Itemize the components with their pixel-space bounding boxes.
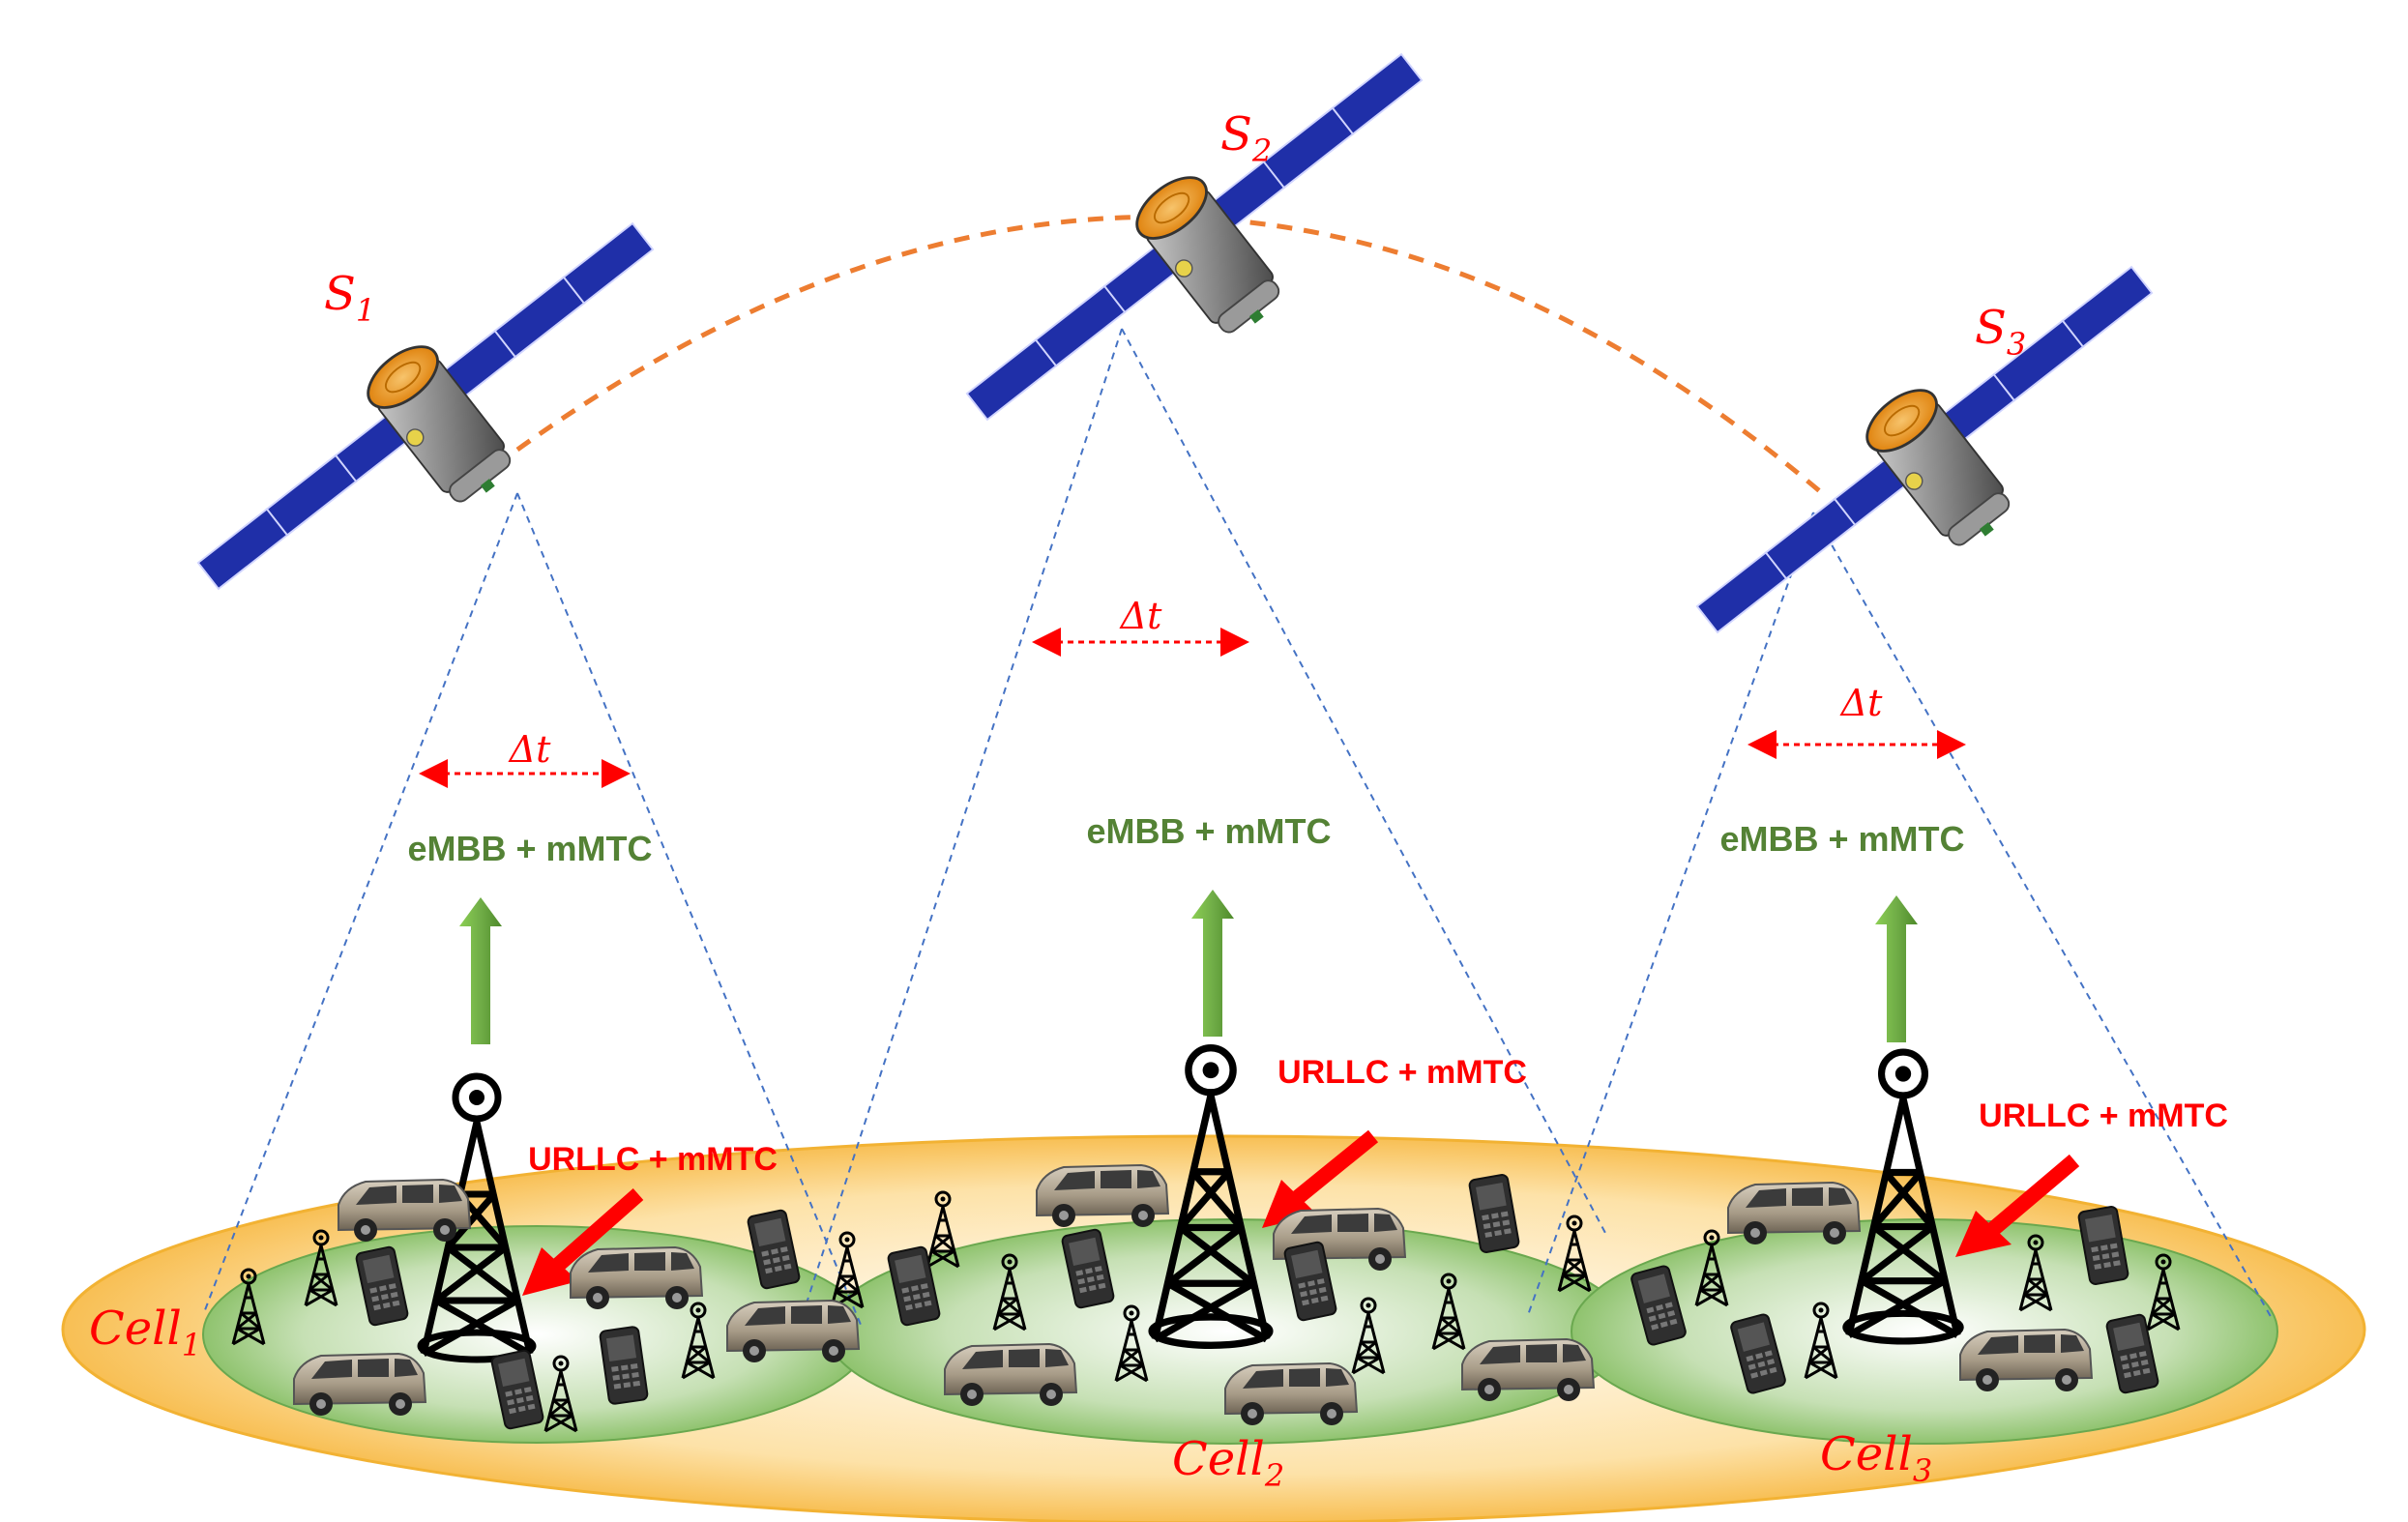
satellite-3-label: S3 <box>1975 301 2026 363</box>
satellite-2-icon <box>941 21 1477 490</box>
satellite-1-label: S1 <box>324 267 375 329</box>
svg-text:Δt: Δt <box>1839 682 1883 724</box>
uplink-arrow-1 <box>459 897 502 1044</box>
svg-text:Δt: Δt <box>508 728 551 771</box>
satellite-1-icon <box>172 190 708 659</box>
delta-t-marker-3: Δt <box>1762 682 1952 745</box>
ground-label-2: URLLC + mMTC <box>1277 1054 1527 1091</box>
delta-t-marker-2: Δt <box>1046 595 1235 642</box>
uplink-arrow-2 <box>1191 890 1234 1037</box>
ground-label-1: URLLC + mMTC <box>528 1141 778 1178</box>
satellite-2-label: S2 <box>1220 107 1272 169</box>
uplink-label-1: eMBB + mMTC <box>407 829 652 868</box>
satellite-3-icon <box>1671 234 2207 703</box>
uplink-label-3: eMBB + mMTC <box>1719 819 1964 859</box>
ground-label-3: URLLC + mMTC <box>1979 1098 2228 1134</box>
svg-text:Δt: Δt <box>1119 595 1162 637</box>
delta-t-marker-1: Δt <box>433 728 616 774</box>
uplink-label-2: eMBB + mMTC <box>1086 811 1331 851</box>
uplink-arrow-3 <box>1875 895 1918 1042</box>
